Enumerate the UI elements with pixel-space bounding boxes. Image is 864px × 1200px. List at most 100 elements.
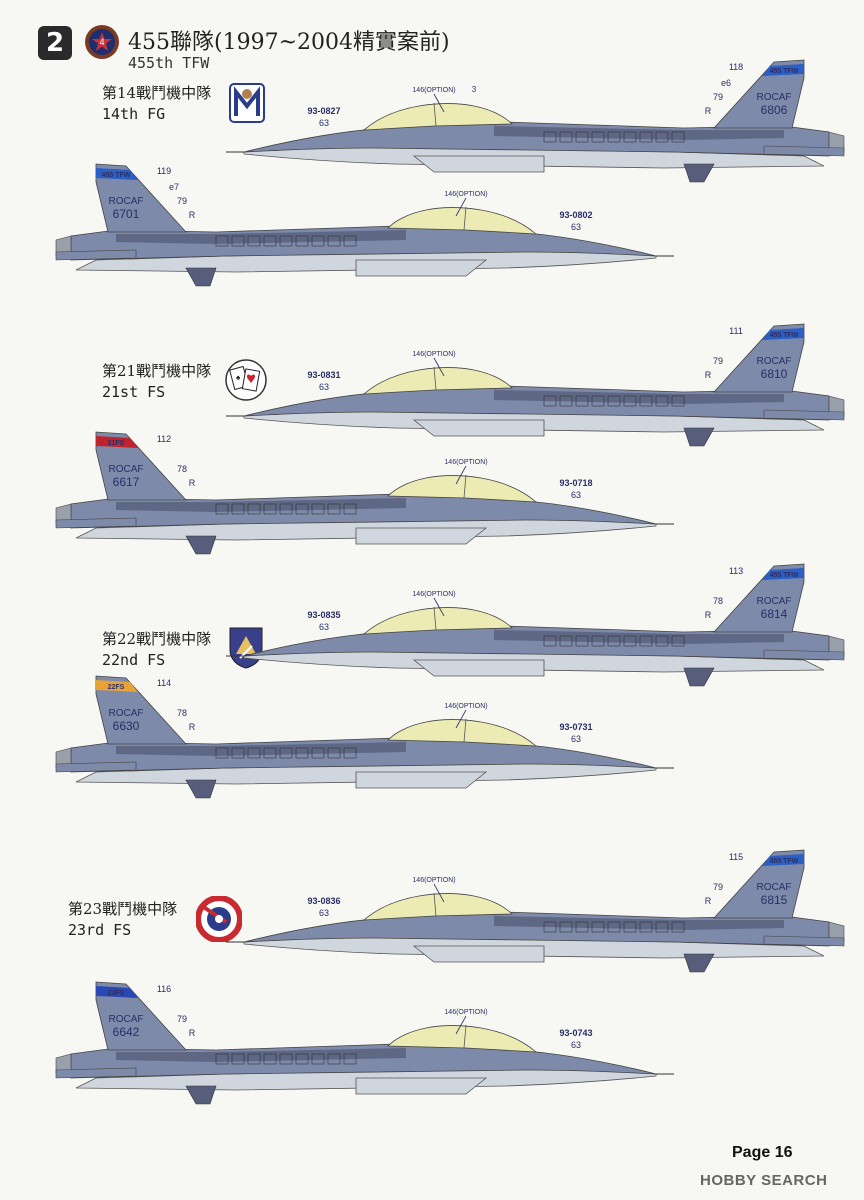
panel-line <box>655 395 669 407</box>
engine-intake <box>412 419 545 437</box>
tail-band <box>96 168 138 180</box>
tail-number: 6815 <box>761 893 788 907</box>
panel-line <box>247 503 261 515</box>
canopy-option-callout: 146(OPTION) <box>444 191 487 198</box>
callout-ref-b: 78 <box>177 708 187 718</box>
panel-line <box>559 131 573 143</box>
panel-line <box>343 235 357 247</box>
panel-line <box>343 747 357 759</box>
canopy-frame <box>463 718 467 743</box>
canopy <box>387 1025 538 1053</box>
engine-intake <box>355 1077 488 1095</box>
insignia-code-callout: 63 <box>571 490 581 500</box>
panel-line <box>295 503 309 515</box>
callout-ref-b: 79 <box>177 196 187 206</box>
callout-ref-c: e7 <box>169 182 179 192</box>
squadron-name-zh: 第14戰鬥機中隊 <box>102 84 212 102</box>
panel-line <box>575 131 589 143</box>
serial-number: 93-0743 <box>559 1028 592 1038</box>
canopy-frame <box>433 606 437 631</box>
canopy <box>362 103 513 131</box>
squadron-name-zh: 第23戰鬥機中隊 <box>68 900 178 918</box>
panel-line <box>575 635 589 647</box>
panel-line <box>263 1053 277 1065</box>
panel-line <box>215 747 229 759</box>
panel-line <box>215 1053 229 1065</box>
horizontal-stabilizer <box>763 649 845 661</box>
panel-line <box>671 921 685 933</box>
panel-line <box>671 131 685 143</box>
fuselage-spine <box>116 230 406 244</box>
panel-line <box>559 395 573 407</box>
tail-number: 6617 <box>113 475 140 489</box>
canopy-option-callout: 146(OPTION) <box>412 351 455 358</box>
tail-band-text: 455 TFW <box>102 172 131 179</box>
tail-rocaf-text: ROCAF <box>109 464 144 475</box>
tail-band <box>762 328 804 340</box>
horizontal-stabilizer <box>763 409 845 421</box>
panel-line <box>263 235 277 247</box>
tail-rocaf-text: ROCAF <box>757 596 792 607</box>
tail-band-text: 455 TFW <box>770 858 799 865</box>
canopy-option-callout: 146(OPTION) <box>444 1009 487 1016</box>
wing-emblem-number: 4 <box>99 37 104 47</box>
squadron-name-en: 22nd FS <box>102 651 166 669</box>
horizontal-stabilizer <box>55 1067 137 1079</box>
horizontal-stabilizer <box>55 249 137 261</box>
insignia-code-callout: 63 <box>319 622 329 632</box>
panel-line <box>591 921 605 933</box>
ventral-fin <box>185 267 217 287</box>
canopy <box>387 207 538 235</box>
panel-line <box>623 395 637 407</box>
panel-line <box>247 1053 261 1065</box>
panel-line <box>327 235 341 247</box>
panel-line <box>295 235 309 247</box>
tail-code-callout: 114 <box>157 678 171 688</box>
canopy <box>362 893 513 921</box>
panel-line <box>279 235 293 247</box>
panel-line <box>591 635 605 647</box>
tail-band-text: 455 TFW <box>770 572 799 579</box>
ventral-fin <box>185 779 217 799</box>
fuselage-spine <box>494 126 784 140</box>
canopy-frame <box>433 366 437 391</box>
serial-number: 93-0836 <box>307 896 340 906</box>
tail-band-text: 23FS <box>108 990 125 997</box>
step-number-badge: 2 <box>38 26 72 60</box>
panel-line <box>575 395 589 407</box>
tail-code-callout: 113 <box>729 566 743 576</box>
panel-line <box>343 1053 357 1065</box>
panel-line <box>559 635 573 647</box>
callout-leader <box>455 1015 467 1035</box>
panel-line <box>215 235 229 247</box>
canopy-frame <box>463 474 467 499</box>
squadron-23-emblem-icon <box>196 896 242 942</box>
panel-line <box>591 131 605 143</box>
panel-line <box>327 747 341 759</box>
callout-ref-r: R <box>189 210 196 220</box>
tail-rocaf-text: ROCAF <box>109 708 144 719</box>
canopy-option-callout: 146(OPTION) <box>412 877 455 884</box>
horizontal-stabilizer <box>763 935 845 947</box>
callout-leader <box>455 197 467 217</box>
panel-line <box>575 921 589 933</box>
panel-line <box>295 1053 309 1065</box>
panel-line <box>607 921 621 933</box>
squadron-label-22: 第22戰鬥機中隊 22nd FS <box>102 628 211 669</box>
panel-line <box>231 1053 245 1065</box>
tail-code-callout: 111 <box>729 326 743 336</box>
panel-line <box>639 635 653 647</box>
engine-intake <box>412 659 545 677</box>
squadron-name-en: 14th FG <box>102 105 166 123</box>
panel-line <box>559 921 573 933</box>
tail-number: 6814 <box>761 607 788 621</box>
horizontal-stabilizer <box>763 145 845 157</box>
squadron-label-21: 第21戰鬥機中隊 21st FS <box>102 360 211 401</box>
canopy-frame <box>433 102 437 127</box>
tail-band <box>762 64 804 76</box>
